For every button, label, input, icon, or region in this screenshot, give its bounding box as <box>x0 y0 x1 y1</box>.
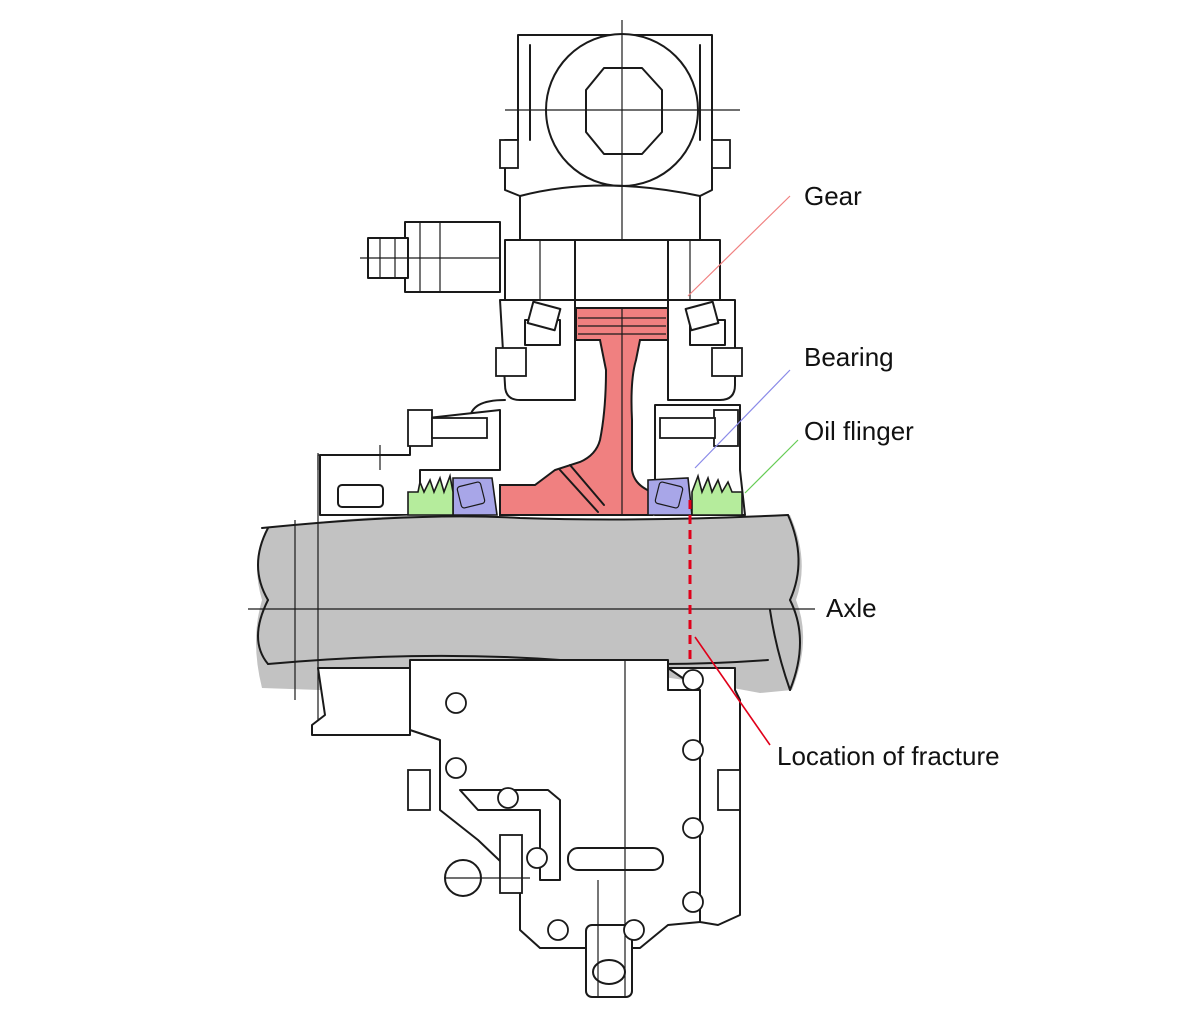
oil-flinger-leader-line <box>744 439 799 494</box>
axle-label: Axle <box>826 593 877 623</box>
fracture-label: Location of fracture <box>777 741 1000 771</box>
gear-part <box>499 307 669 516</box>
oil-flinger-parts <box>407 473 743 516</box>
axle <box>248 455 815 735</box>
bearing-label: Bearing <box>804 342 894 372</box>
pinion-bearings <box>526 300 720 332</box>
lower-gearcase <box>407 659 741 998</box>
oil-flinger-label: Oil flinger <box>804 416 914 446</box>
bearing-leader-line <box>694 369 791 469</box>
left-bracket <box>311 667 411 736</box>
left-stub <box>360 221 501 293</box>
mid-housing <box>469 299 743 421</box>
gear-label: Gear <box>804 181 862 211</box>
fracture-leader-line <box>694 636 771 746</box>
upper-housing <box>499 20 740 301</box>
gear-leader-line <box>687 195 791 297</box>
